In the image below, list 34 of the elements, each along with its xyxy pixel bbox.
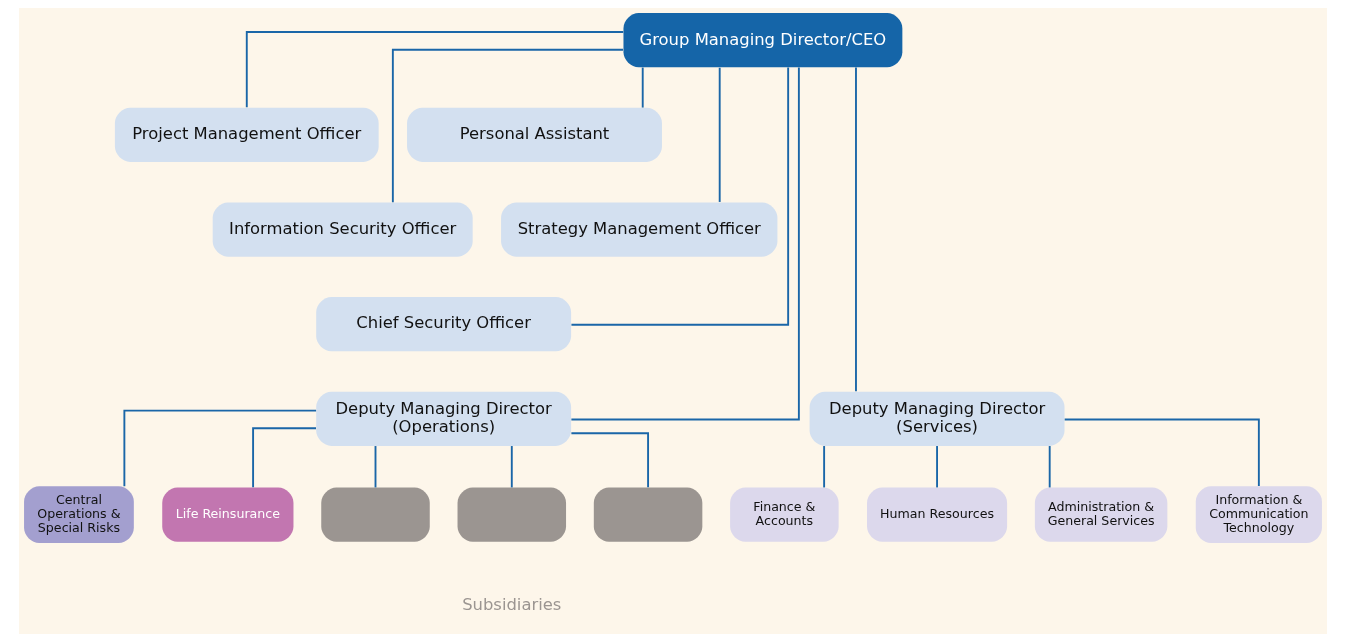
connector xyxy=(569,432,649,489)
connector xyxy=(641,66,644,109)
connector xyxy=(935,445,938,489)
connector xyxy=(122,409,317,488)
connector xyxy=(510,445,513,489)
connector xyxy=(245,31,624,109)
connector xyxy=(1063,418,1260,488)
node-box: Project Management Officer xyxy=(114,107,379,162)
label: Subsidiaries xyxy=(461,595,561,615)
connector xyxy=(822,445,825,489)
node-box: Finance & Accounts xyxy=(729,487,839,542)
connector xyxy=(374,445,376,489)
connector xyxy=(1048,445,1051,489)
connector xyxy=(718,66,721,203)
node-box: Human Resources xyxy=(866,487,1007,542)
connector xyxy=(570,66,789,326)
connector xyxy=(251,427,317,489)
node-box xyxy=(593,487,702,542)
node-box: Administration & General Services xyxy=(1034,487,1167,542)
connector xyxy=(391,48,624,204)
node-box: Deputy Managing Director (Services) xyxy=(809,391,1064,446)
node-box: Central Operations & Special Risks xyxy=(23,486,134,544)
node-box: Deputy Managing Director (Operations) xyxy=(315,391,571,446)
connector xyxy=(854,66,857,393)
node-box xyxy=(320,487,430,542)
connector xyxy=(569,66,800,421)
node-box: Information & Communication Technology xyxy=(1195,486,1322,544)
node-box: Strategy Management Officer xyxy=(500,202,777,257)
node-box: Information Security Officer xyxy=(212,202,473,257)
node-box xyxy=(457,487,566,542)
node-box: Chief Security Officer xyxy=(315,297,571,352)
node-box: Personal Assistant xyxy=(406,107,662,162)
node-box: Group Managing Director/CEO xyxy=(622,13,902,68)
node-box: Life Reinsurance xyxy=(161,487,293,542)
